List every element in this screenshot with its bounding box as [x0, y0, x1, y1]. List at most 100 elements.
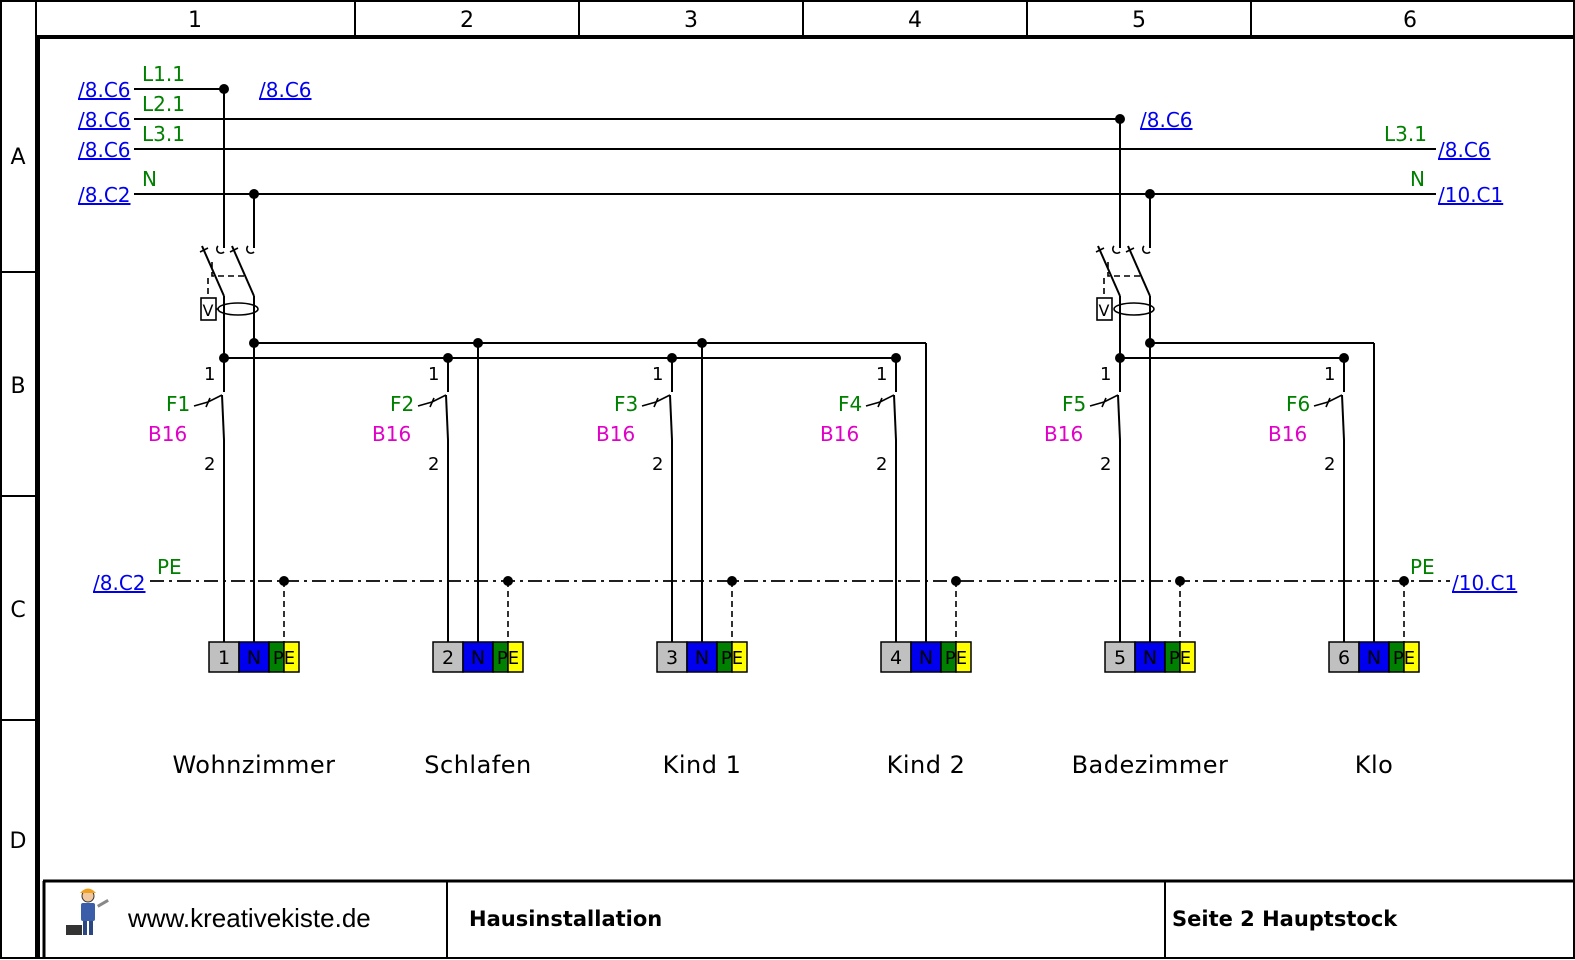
- ref-l1-right[interactable]: /8.C6: [259, 78, 312, 102]
- terminal-pe-label: PE: [1169, 648, 1191, 669]
- ref-l3-right[interactable]: /8.C6: [1438, 138, 1491, 162]
- terminal-neutral: [910, 641, 942, 673]
- label-l3-right: L3.1: [1384, 122, 1427, 146]
- terminal-number: 2: [442, 647, 454, 669]
- breaker-pin-in: 1: [652, 364, 663, 385]
- terminal-pe-label: PE: [945, 648, 967, 669]
- breaker-blade-icon: [221, 394, 225, 441]
- breaker-blade-icon: [1341, 394, 1345, 441]
- breaker-blade-icon: [669, 394, 673, 441]
- breaker-pin-in: 1: [1100, 364, 1111, 385]
- label-l1: L1.1: [142, 62, 185, 86]
- breaker-pin-out: 2: [428, 454, 439, 475]
- breaker-pin-out: 2: [876, 454, 887, 475]
- label-pe-left: PE: [157, 555, 182, 579]
- label-l2: L2.1: [142, 92, 185, 116]
- rcd-toroid-icon: [1113, 302, 1155, 316]
- terminal-pe-yellow: [955, 641, 972, 673]
- terminal-number: 6: [1338, 647, 1350, 669]
- terminal-n-label: N: [919, 647, 933, 669]
- row-label-c: C: [10, 598, 25, 623]
- breaker-pin-in: 1: [204, 364, 215, 385]
- fuse-label: F5: [1062, 392, 1086, 416]
- room-label: Kind 1: [663, 751, 742, 779]
- rcd-group-1: V: [199, 84, 926, 363]
- terminal-n-label: N: [1143, 647, 1157, 669]
- fuse-rating: B16: [1268, 422, 1307, 446]
- title-block: www.kreativekiste.de Hausinstallation Se…: [42, 879, 1575, 958]
- ref-pe-left[interactable]: /8.C2: [93, 571, 146, 595]
- row-label-d: D: [10, 829, 27, 854]
- column-label-1: 1: [188, 8, 202, 33]
- room-label: Schlafen: [424, 751, 531, 779]
- label-pe-right: PE: [1410, 555, 1435, 579]
- breaker-blade-icon: [445, 394, 449, 441]
- ref-n-left[interactable]: /8.C2: [78, 183, 131, 207]
- column-label-3: 3: [684, 8, 698, 33]
- label-n-left: N: [142, 167, 157, 191]
- ref-l3-left[interactable]: /8.C6: [78, 138, 131, 162]
- column-label-2: 2: [460, 8, 474, 33]
- breaker-pin-in: 1: [1324, 364, 1335, 385]
- row-labels: A B C D: [10, 145, 27, 854]
- fuse-rating: B16: [596, 422, 635, 446]
- terminal-phase: [880, 641, 912, 673]
- fuse-label: F1: [166, 392, 190, 416]
- terminal-phase: [656, 641, 688, 673]
- label-n-right: N: [1410, 167, 1425, 191]
- breaker-pin-in: 1: [428, 364, 439, 385]
- room-label: Badezimmer: [1072, 751, 1229, 779]
- terminal-pe-label: PE: [497, 648, 519, 669]
- breaker-pin-out: 2: [1100, 454, 1111, 475]
- ref-l2-right[interactable]: /8.C6: [1140, 108, 1193, 132]
- row-label-a: A: [10, 145, 25, 170]
- project-title: Hausinstallation: [469, 907, 662, 931]
- ref-pe-right[interactable]: /10.C1: [1452, 571, 1517, 595]
- fuse-label: F4: [838, 392, 862, 416]
- breaker-pin-out: 2: [1324, 454, 1335, 475]
- ref-n-right[interactable]: /10.C1: [1438, 183, 1503, 207]
- fuse-rating: B16: [1044, 422, 1083, 446]
- label-l3-left: L3.1: [142, 122, 185, 146]
- terminal-phase: [1104, 641, 1136, 673]
- terminal-n-label: N: [1367, 647, 1381, 669]
- fuse-rating: B16: [148, 422, 187, 446]
- fuse-label: F2: [390, 392, 414, 416]
- column-labels: 1 2 3 4 5 6: [188, 8, 1417, 33]
- fuse-label: F6: [1286, 392, 1310, 416]
- terminal-neutral: [1358, 641, 1390, 673]
- terminal-pe-yellow: [507, 641, 524, 673]
- terminal-pe-yellow: [283, 641, 300, 673]
- terminal-number: 5: [1114, 647, 1126, 669]
- bus-labels: /8.C6 L1.1 /8.C6 /8.C6 L2.1 /8.C6 /8.C6 …: [78, 62, 1517, 595]
- page-title: Seite 2 Hauptstock: [1172, 907, 1398, 931]
- ref-l2-left[interactable]: /8.C6: [78, 108, 131, 132]
- terminal-pe-yellow: [1403, 641, 1420, 673]
- breaker-blade-icon: [1117, 394, 1121, 441]
- column-label-4: 4: [908, 8, 922, 33]
- terminal-number: 3: [666, 647, 678, 669]
- ref-l1-left[interactable]: /8.C6: [78, 78, 131, 102]
- terminal-pe-label: PE: [1393, 648, 1415, 669]
- terminal-phase: [208, 641, 240, 673]
- room-label: Wohnzimmer: [172, 751, 335, 779]
- breaker-blade-icon: [893, 394, 897, 441]
- terminal-number: 1: [218, 647, 230, 669]
- fuse-rating: B16: [372, 422, 411, 446]
- fuse-label: F3: [614, 392, 638, 416]
- breaker-pin-out: 2: [204, 454, 215, 475]
- terminal-number: 4: [890, 647, 902, 669]
- craftsman-figure-icon: [66, 888, 109, 935]
- rcd-group-2: V: [1095, 114, 1374, 363]
- terminal-neutral: [462, 641, 494, 673]
- website-link[interactable]: www.kreativekiste.de: [127, 903, 371, 933]
- terminal-pe-label: PE: [721, 648, 743, 669]
- terminal-pe-yellow: [731, 641, 748, 673]
- room-label: Klo: [1355, 751, 1394, 779]
